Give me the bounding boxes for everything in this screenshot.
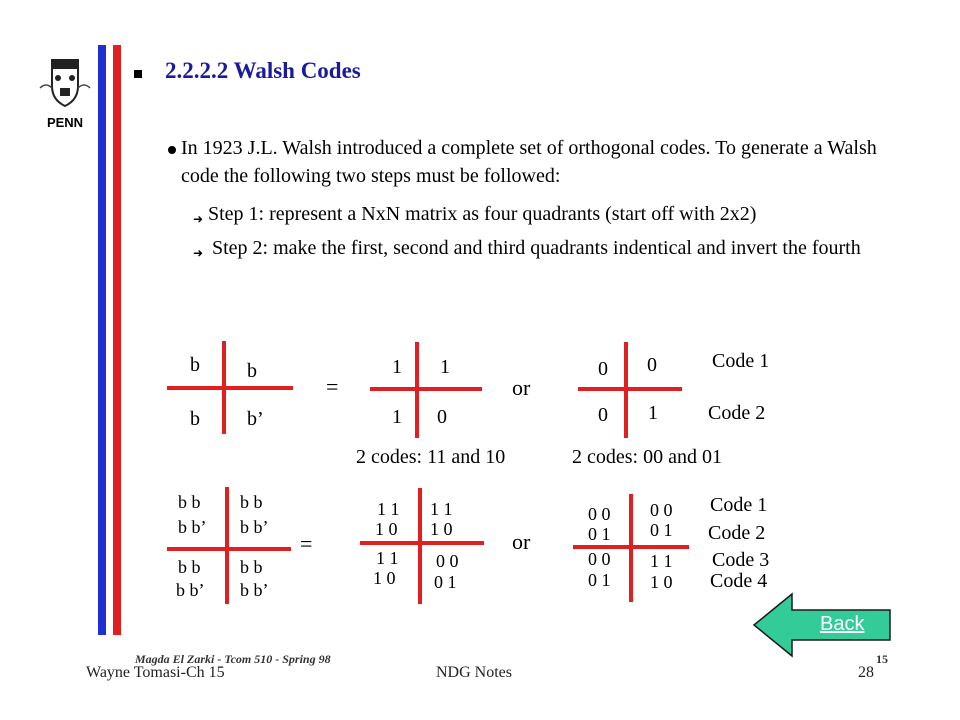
matrix-cell: 1 [392, 356, 402, 378]
matrix-pair: b b’ [176, 580, 205, 600]
matrix-pair: b b [178, 557, 201, 577]
code-label: Code 2 [708, 402, 766, 424]
back-button-label: Back [820, 613, 865, 635]
equals-sign: = [300, 531, 313, 556]
back-button[interactable]: Back [752, 592, 892, 658]
matrix-pair: 0 0 [588, 504, 611, 524]
footer-course: NDG Notes [436, 664, 512, 681]
white-stripe [108, 45, 112, 635]
matrix-cell: b’ [247, 408, 264, 430]
matrix-pair: b b [240, 492, 263, 512]
step1-text: Step 1: represent a NxN matrix as four q… [208, 203, 757, 225]
matrix-pair: 0 0 [588, 549, 611, 569]
matrix-cell: 0 [598, 358, 608, 380]
matrix-pair: 1 0 [373, 568, 396, 588]
matrix-pair: 0 1 [588, 570, 611, 590]
matrix-cell: 1 [392, 406, 402, 428]
equals-sign: = [326, 374, 339, 399]
matrix-cell: 0 [598, 404, 608, 426]
bullet-main-text: In 1923 J.L. Walsh introduced a complete… [181, 137, 877, 187]
title-bullet [134, 70, 142, 78]
code-label: Code 4 [710, 570, 768, 592]
code-label: Code 3 [712, 549, 770, 571]
quadrant-line-h [360, 541, 484, 545]
matrix-pair: 1 0 [650, 572, 673, 592]
matrix-pair: b b’ [178, 517, 207, 537]
left-arrow-icon [752, 592, 891, 658]
step2-arrow-icon: ➜ [193, 246, 204, 260]
matrix-pair: 0 1 [650, 520, 673, 540]
matrix-cell: b [247, 360, 257, 382]
quadrant-line-v [624, 342, 628, 438]
matrix-pair: 0 0 [436, 551, 459, 571]
quadrant-line-v [629, 494, 633, 602]
footer-author: Wayne Tomasi-Ch 15 [86, 664, 225, 681]
matrix-cell: b [190, 354, 200, 376]
matrix-pair: b b’ [240, 580, 269, 600]
caption-zeros: 2 codes: 00 and 01 [572, 446, 722, 468]
quadrant-line-v [222, 341, 226, 434]
logo-text: PENN [46, 115, 84, 130]
matrix-cell: 1 [648, 402, 658, 424]
matrix-pair: 1 1 [377, 499, 400, 519]
matrix-cell: 0 [647, 354, 657, 376]
slide-footer-page: 15 [876, 652, 888, 666]
matrix-pair: 1 0 [375, 519, 398, 539]
step1-arrow-icon: ➜ [193, 212, 204, 226]
quadrant-line-h [578, 387, 682, 391]
matrix-pair: 0 1 [434, 572, 457, 592]
quadrant-line-v [415, 342, 419, 438]
quadrant-line-h [370, 387, 482, 391]
matrix-cell: 1 [440, 356, 450, 378]
shield-icon [39, 59, 91, 108]
blue-stripe [98, 45, 106, 635]
matrix-cell: b [190, 408, 200, 430]
matrix-pair: 1 1 [650, 551, 673, 571]
matrix-pair: 1 1 [430, 499, 453, 519]
footer-page-number: 28 [858, 664, 874, 681]
matrix-pair: 1 1 [376, 548, 399, 568]
quadrant-line-h [167, 386, 293, 390]
code-label: Code 1 [712, 350, 770, 372]
code-label: Code 1 [710, 494, 768, 516]
or-text: or [512, 375, 531, 400]
slide-footer-left: Magda El Zarki - Tcom 510 - Spring 98 [135, 652, 331, 666]
red-stripe [113, 45, 121, 635]
quadrant-line-v [225, 487, 229, 604]
caption-ones: 2 codes: 11 and 10 [356, 446, 506, 468]
quadrant-line-v [418, 488, 422, 604]
code-label: Code 2 [708, 522, 766, 544]
matrix-pair: 1 0 [430, 519, 453, 539]
matrix-pair: b b [240, 557, 263, 577]
matrix-cell: 0 [437, 406, 447, 428]
matrix-pair: 0 0 [650, 500, 673, 520]
matrix-pair: b b [178, 492, 201, 512]
or-text: or [512, 529, 531, 554]
matrix-pair: 0 1 [588, 524, 611, 544]
quadrant-line-h [167, 547, 291, 551]
bullet-dot [168, 146, 176, 154]
slide-title: 2.2.2.2 Walsh Codes [165, 58, 361, 83]
step2-text: Step 2: make the first, second and third… [212, 237, 861, 259]
matrix-pair: b b’ [240, 517, 269, 537]
penn-logo: PENN [38, 58, 92, 130]
